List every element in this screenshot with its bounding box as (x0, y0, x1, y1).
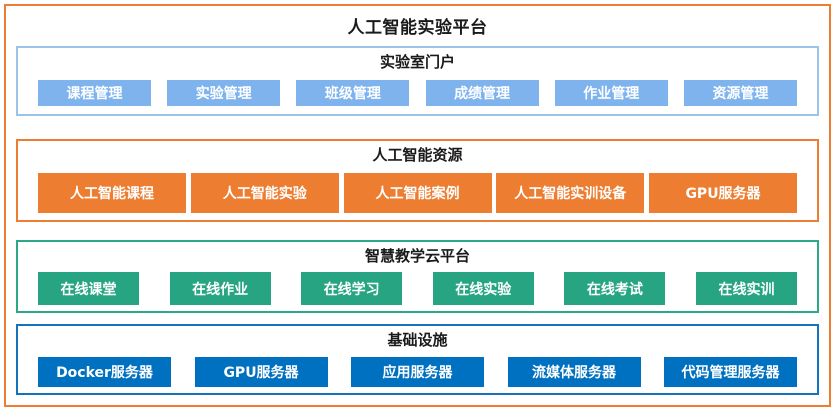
layer-smart-teaching-cloud: 智慧教学云平台 在线课堂在线作业在线学习在线实验在线考试在线实训 (16, 240, 819, 313)
infrastructure-block: 流媒体服务器 (507, 356, 641, 387)
lab-portal-block: 资源管理 (683, 80, 797, 106)
ai-resources-block: 人工智能实训设备 (496, 172, 645, 213)
infrastructure-block: 代码管理服务器 (664, 356, 797, 387)
layer-title: 人工智能资源 (372, 146, 463, 164)
lab-portal-block: 实验管理 (167, 80, 281, 106)
lab-portal-block: 成绩管理 (425, 80, 539, 106)
infrastructure-block: GPU服务器 (194, 356, 328, 387)
layer-title: 智慧教学云平台 (364, 247, 470, 265)
ai-resources-block: 人工智能案例 (343, 172, 492, 213)
lab-portal-block: 班级管理 (296, 80, 410, 106)
layer-title: 实验室门户 (379, 53, 455, 71)
smart-teaching-cloud-block: 在线实训 (695, 272, 797, 305)
layer-blocks-row: 在线课堂在线作业在线学习在线实验在线考试在线实训 (18, 266, 817, 311)
ai-resources-block: 人工智能实验 (190, 172, 339, 213)
layer-lab-portal: 实验室门户 课程管理实验管理班级管理成绩管理作业管理资源管理 (16, 46, 819, 116)
lab-portal-block: 课程管理 (38, 80, 151, 106)
layer-blocks-row: Docker服务器 GPU服务器应用服务器流媒体服务器代码管理服务器 (18, 350, 817, 393)
smart-teaching-cloud-block: 在线实验 (432, 272, 534, 305)
ai-resources-block: GPU服务器 (649, 172, 797, 213)
ai-resources-block: 人工智能课程 (38, 172, 186, 213)
lab-portal-block: 作业管理 (554, 80, 668, 106)
smart-teaching-cloud-block: 在线学习 (301, 272, 403, 305)
infrastructure-block: Docker服务器 (38, 356, 171, 387)
diagram-title: 人工智能实验平台 (347, 18, 488, 38)
smart-teaching-cloud-block: 在线作业 (169, 272, 271, 305)
infrastructure-block: 应用服务器 (351, 356, 484, 387)
platform-container: 人工智能实验平台 实验室门户 课程管理实验管理班级管理成绩管理作业管理资源管理 … (4, 4, 831, 407)
smart-teaching-cloud-block: 在线考试 (564, 272, 666, 305)
layer-title: 基础设施 (387, 331, 448, 349)
layer-blocks-row: 课程管理实验管理班级管理成绩管理作业管理资源管理 (18, 72, 817, 114)
smart-teaching-cloud-block: 在线课堂 (38, 272, 139, 305)
layer-infrastructure: 基础设施 Docker服务器 GPU服务器应用服务器流媒体服务器代码管理服务器 (16, 324, 819, 395)
